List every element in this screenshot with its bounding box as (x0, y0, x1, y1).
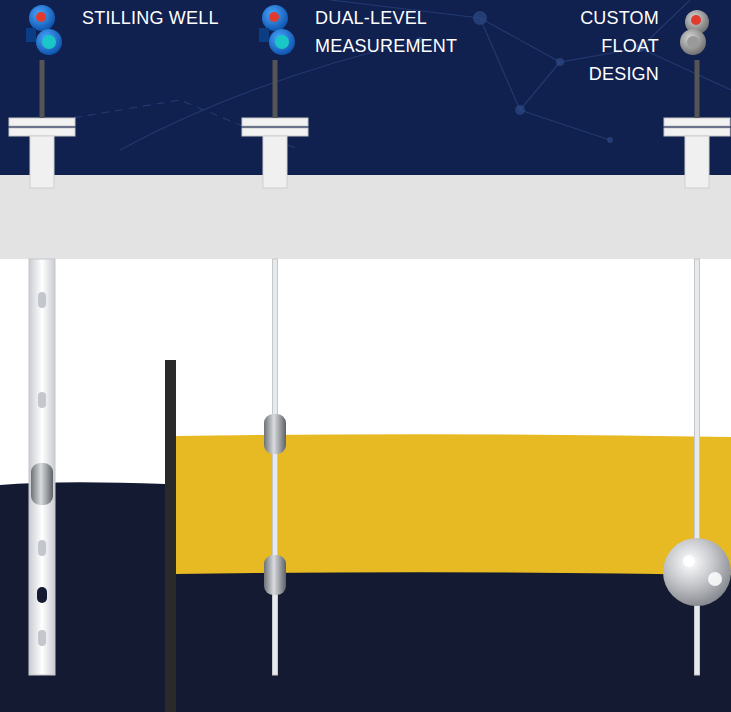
probe-type-label: STILLING WELL (82, 4, 252, 32)
probe-type-label: CUSTOM FLOAT DESIGN (560, 4, 659, 88)
probe-type-label: DUAL-LEVEL MEASUREMENT (315, 4, 465, 60)
